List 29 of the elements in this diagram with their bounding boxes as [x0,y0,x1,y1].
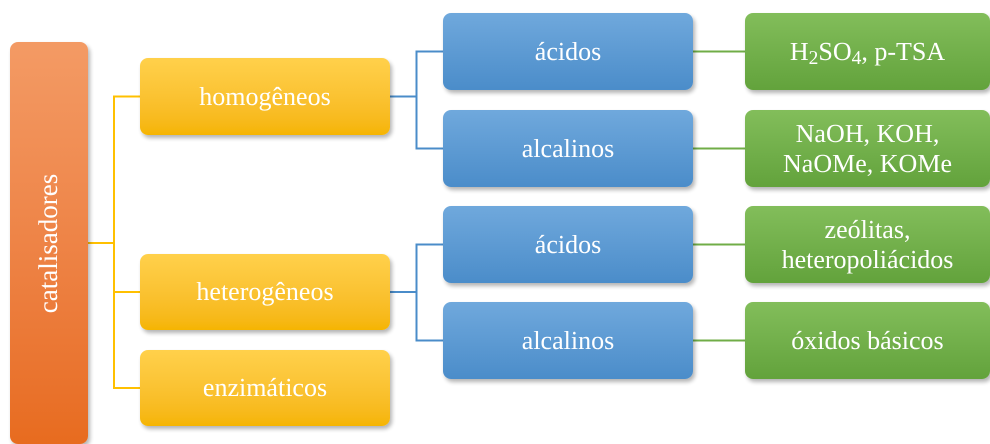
node-label: ácidos [534,230,602,260]
category-box [10,42,88,444]
node-label: heterogêneos [195,277,335,307]
example-box [745,110,990,187]
type-box [140,254,390,330]
subtype-box [443,302,693,379]
example-box [745,206,990,283]
node-label: alcalinos [520,134,616,164]
connector-line [693,148,745,150]
node-label: H$_{2}$SO$_{4}$, p-TSA [788,36,946,66]
subtype-box [443,13,693,90]
type-box [140,350,390,426]
node-label: ácidos [534,36,602,66]
type-box [140,58,390,135]
node-label: enzimáticos [202,373,328,403]
node-label: homogêneos [198,82,332,112]
node-label: alcalinos [520,326,616,356]
node-label: catalisadores [36,173,62,313]
subtype-box [443,206,693,283]
node-label: NaOH, KOH, NaOMe, KOMe [782,118,953,178]
subtype-box [443,110,693,187]
connector-line [693,340,745,342]
node-label: óxidos básicos [790,326,945,356]
connector-line [390,96,443,150]
connector-line [693,50,745,52]
connector-line [693,244,745,246]
example-box [745,302,990,379]
example-box [745,13,990,90]
node-label: zeólitas, heteropoliácidos [780,214,954,274]
